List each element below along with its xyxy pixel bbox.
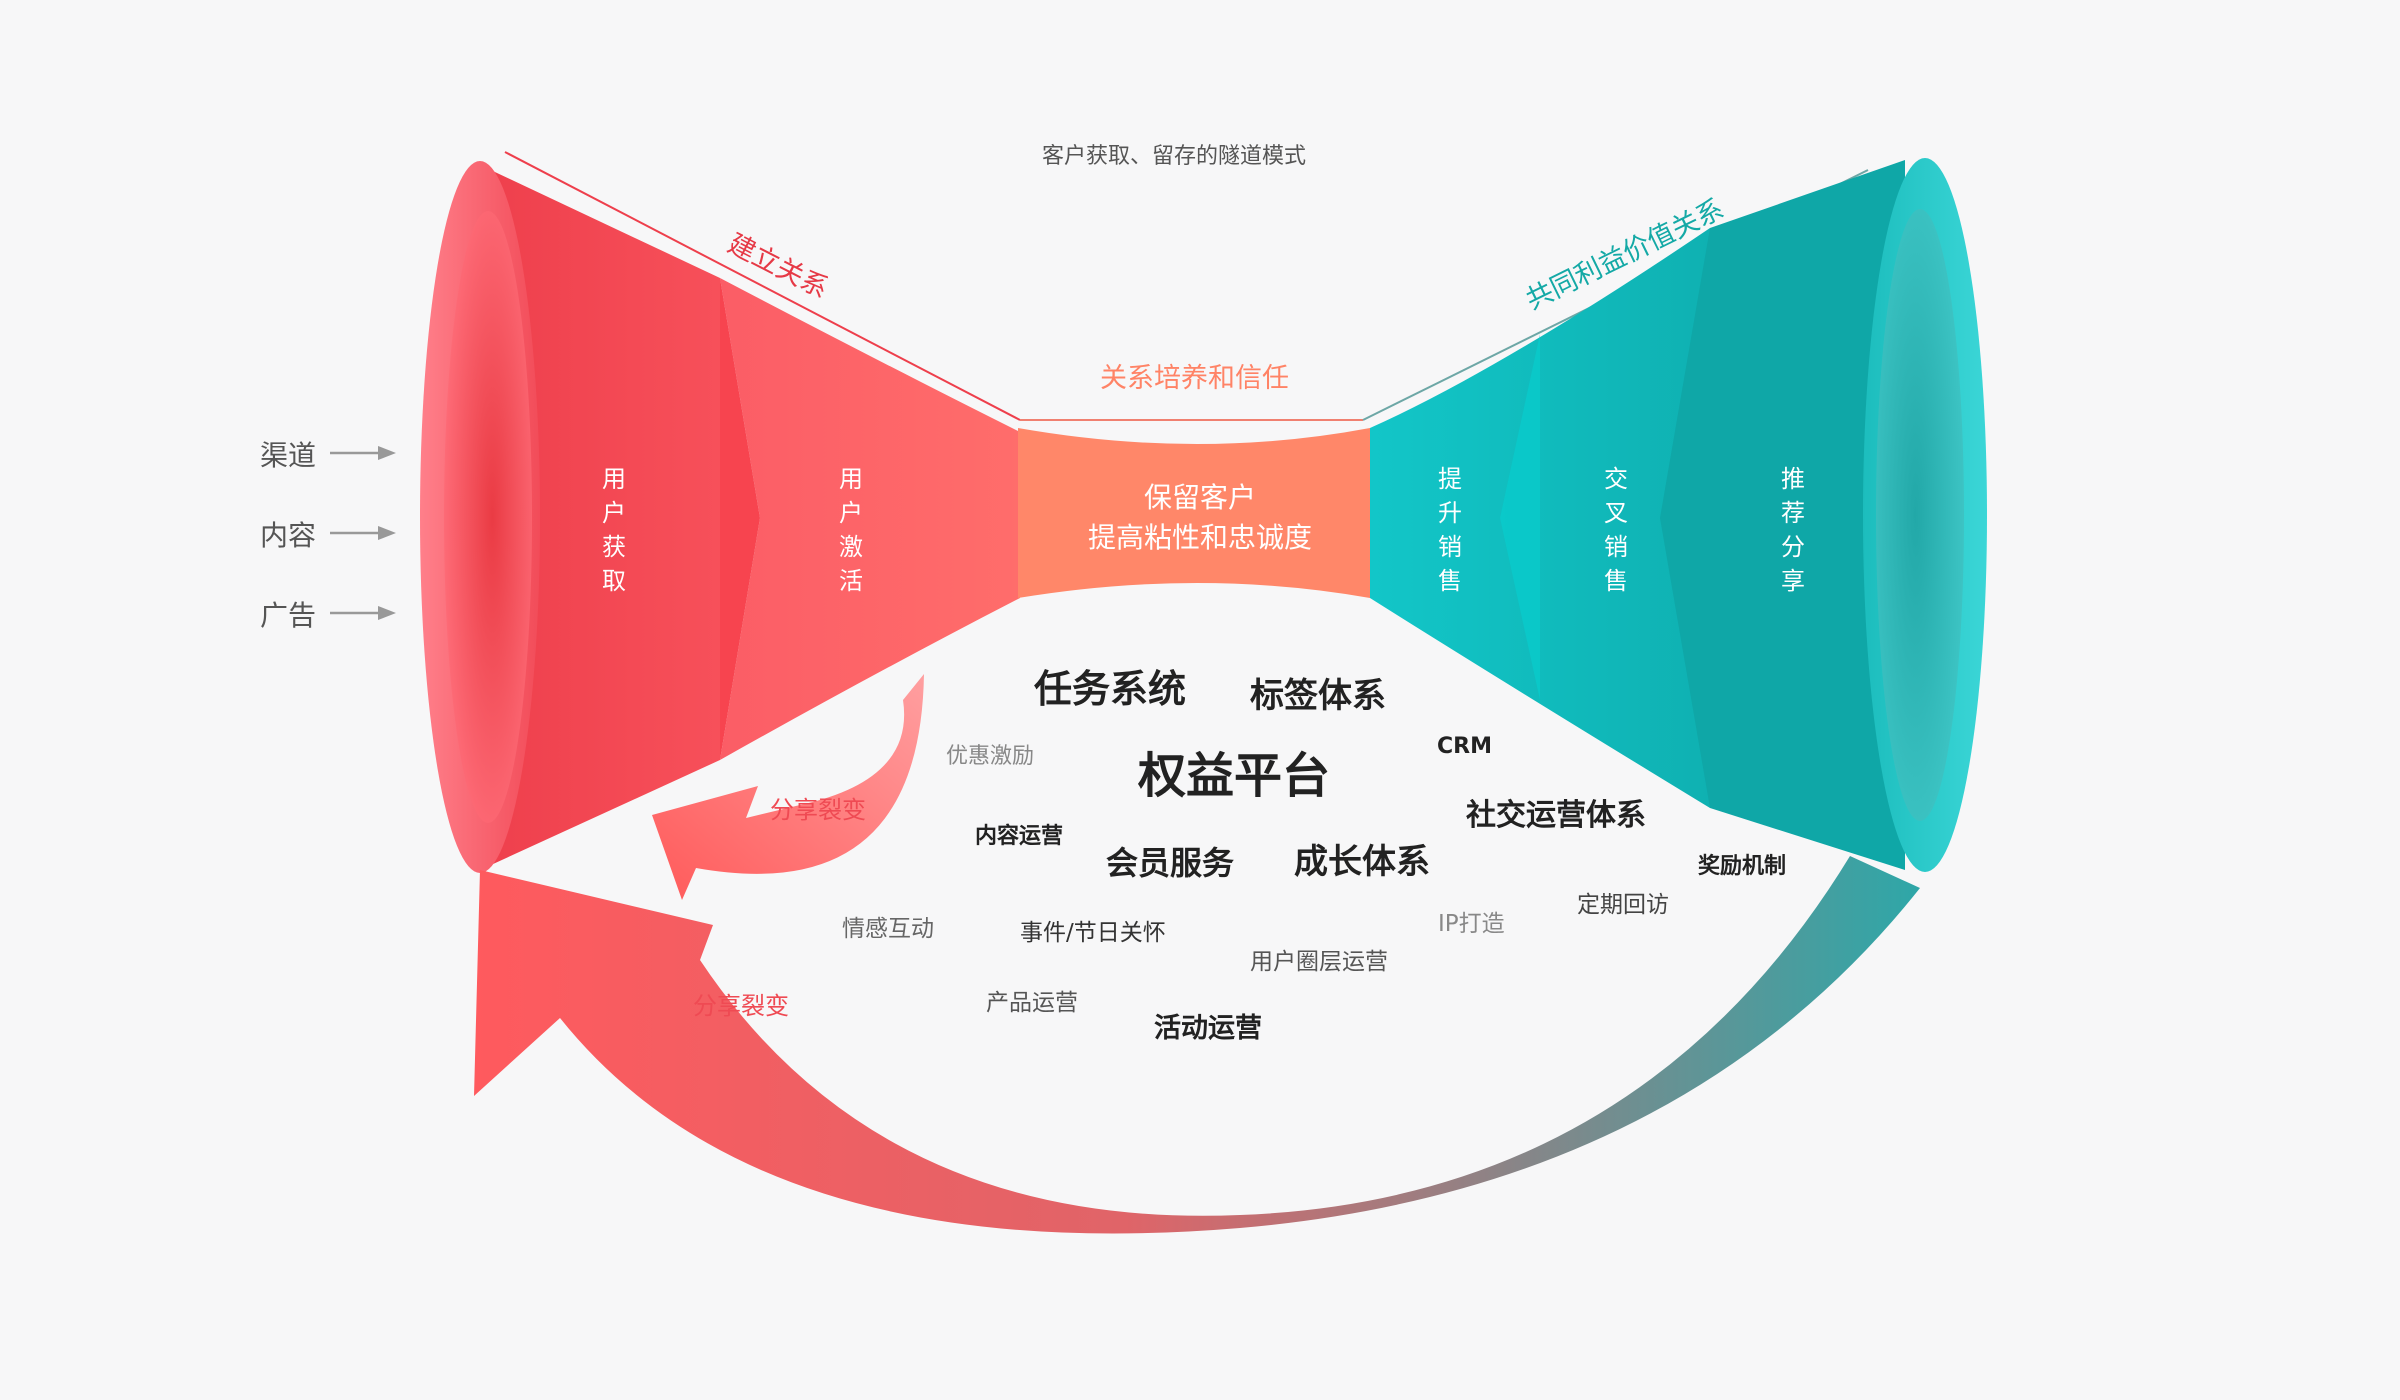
input-channel: 渠道 <box>260 439 317 472</box>
label-share-fission-inner: 分享裂变 <box>770 796 866 824</box>
keyword-event-care: 事件/节日关怀 <box>1020 920 1166 946</box>
guide-line-left <box>504 151 1021 421</box>
left-funnel-inner <box>720 278 1020 760</box>
left-funnel-outer <box>480 165 720 870</box>
keyword-user-circle-ops: 用户圈层运营 <box>1250 949 1388 975</box>
keyword-growth-system: 成长体系 <box>1294 842 1430 882</box>
keyword-ip-building: IP打造 <box>1438 911 1505 937</box>
center-retention-label: 保留客户 提高粘性和忠诚度 <box>1010 478 1390 558</box>
keyword-reward-mechanism: 奖励机制 <box>1698 854 1787 879</box>
stage-cross-sell: 交叉销售 <box>1604 465 1628 595</box>
label-share-fission-outer: 分享裂变 <box>693 992 789 1020</box>
keyword-discount-incentive: 优惠激励 <box>946 744 1035 769</box>
keyword-scheduled-visit: 定期回访 <box>1577 892 1669 918</box>
stage-referral: 推荐分享 <box>1781 465 1805 595</box>
right-funnel-outer <box>1660 160 1905 870</box>
center-section <box>1018 428 1370 598</box>
left-funnel-seam <box>720 278 760 760</box>
keyword-content-ops: 内容运营 <box>975 824 1064 849</box>
stage-upsell: 提升销售 <box>1438 465 1462 595</box>
left-funnel-opening <box>444 211 532 823</box>
keyword-emotional-interaction: 情感互动 <box>842 916 934 942</box>
keyword-task-system: 任务系统 <box>1034 667 1187 711</box>
keyword-crm: CRM <box>1437 734 1492 759</box>
label-cultivate-trust: 关系培养和信任 <box>1100 363 1289 394</box>
input-content: 内容 <box>260 519 317 552</box>
input-ads: 广告 <box>260 599 317 632</box>
stage-user-activation: 用户激活 <box>839 465 863 595</box>
center-line-2: 提高粘性和忠诚度 <box>1087 521 1312 554</box>
keyword-rights-platform: 权益平台 <box>1138 748 1331 804</box>
input-arrows <box>330 446 396 620</box>
keyword-activity-ops: 活动运营 <box>1154 1013 1262 1044</box>
keyword-member-service: 会员服务 <box>1106 844 1235 882</box>
keyword-tag-system: 标签体系 <box>1250 676 1386 716</box>
diagram-title: 客户获取、留存的隧道模式 <box>1042 144 1307 169</box>
keyword-product-ops: 产品运营 <box>986 990 1078 1016</box>
share-return-arrow-small <box>652 674 924 900</box>
share-return-arrow-large <box>474 856 1920 1234</box>
right-funnel-opening <box>1876 209 1964 821</box>
right-funnel-band <box>1500 334 1540 700</box>
center-line-1: 保留客户 <box>1143 481 1256 514</box>
keyword-social-ops: 社交运营体系 <box>1466 798 1646 833</box>
stage-user-acquisition: 用户获取 <box>602 465 626 595</box>
